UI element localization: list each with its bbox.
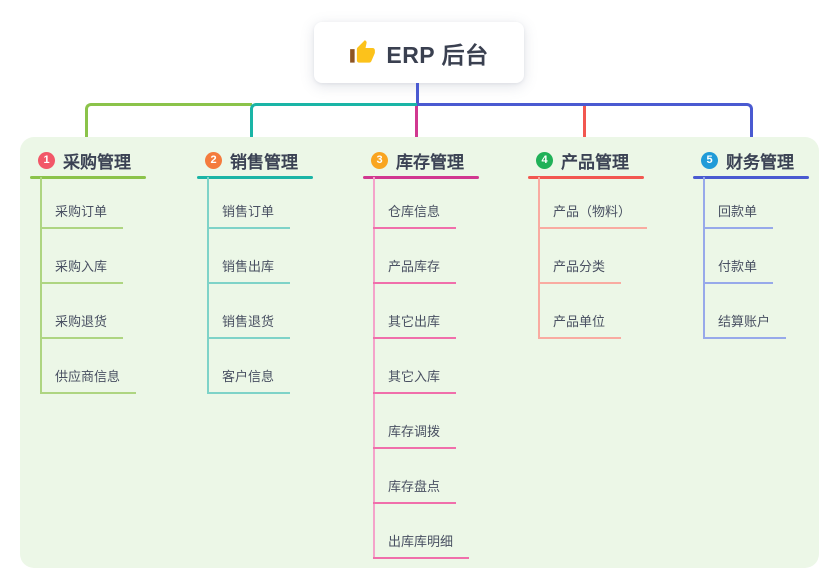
node-outbound-detail[interactable]: 出库库明细: [373, 533, 470, 559]
branch-procurement[interactable]: 1 采购管理: [38, 148, 131, 172]
branch-sales[interactable]: 2 销售管理: [205, 148, 298, 172]
node-settlement-account[interactable]: 结算账户: [703, 313, 787, 339]
branch-3-spine: [373, 177, 375, 559]
connector-root-drop: [416, 83, 419, 104]
node-product-category[interactable]: 产品分类: [538, 258, 622, 284]
branch-2-badge: 2: [205, 151, 222, 169]
connector-green: [85, 103, 252, 144]
branch-4-spine: [538, 177, 540, 339]
branch-3-label: 库存管理: [396, 152, 464, 172]
node-supplier-info[interactable]: 供应商信息: [40, 368, 137, 394]
node-receipt-doc[interactable]: 回款单: [703, 203, 774, 229]
node-product-unit[interactable]: 产品单位: [538, 313, 622, 339]
branch-3-underline: [363, 176, 479, 179]
branch-1-label: 采购管理: [63, 152, 131, 172]
node-customer-info[interactable]: 客户信息: [207, 368, 291, 394]
node-other-outbound[interactable]: 其它出库: [373, 313, 457, 339]
node-product-material[interactable]: 产品（物料）: [538, 203, 648, 229]
root-node-label: ERP 后台: [386, 41, 489, 68]
node-purchase-inbound[interactable]: 采购入库: [40, 258, 124, 284]
node-stock-taking[interactable]: 库存盘点: [373, 478, 457, 504]
node-purchase-return[interactable]: 采购退货: [40, 313, 124, 339]
branch-5-spine: [703, 177, 705, 339]
connector-magenta-drop: [415, 106, 418, 144]
branch-1-badge: 1: [38, 151, 55, 169]
branch-3-badge: 3: [371, 151, 388, 169]
node-sales-return[interactable]: 销售退货: [207, 313, 291, 339]
branch-4-underline: [528, 176, 644, 179]
branch-2-label: 销售管理: [230, 152, 298, 172]
node-purchase-order[interactable]: 采购订单: [40, 203, 124, 229]
thumbs-up-icon: [349, 39, 376, 66]
branch-1-underline: [30, 176, 146, 179]
node-other-inbound[interactable]: 其它入库: [373, 368, 457, 394]
node-sales-order[interactable]: 销售订单: [207, 203, 291, 229]
branch-finance[interactable]: 5 财务管理: [701, 148, 794, 172]
branch-2-underline: [197, 176, 313, 179]
node-warehouse-info[interactable]: 仓库信息: [373, 203, 457, 229]
node-product-stock[interactable]: 产品库存: [373, 258, 457, 284]
branch-inventory[interactable]: 3 库存管理: [371, 148, 464, 172]
connector-blue: [417, 103, 753, 144]
branch-4-label: 产品管理: [561, 152, 629, 172]
branch-5-label: 财务管理: [726, 152, 794, 172]
branches-panel: [20, 137, 819, 568]
connector-teal: [250, 103, 418, 144]
node-stock-transfer[interactable]: 库存调拨: [373, 423, 457, 449]
branch-5-badge: 5: [701, 151, 718, 169]
branch-2-spine: [207, 177, 209, 394]
connector-red-drop: [583, 106, 586, 144]
branch-5-underline: [693, 176, 809, 179]
node-payment-doc[interactable]: 付款单: [703, 258, 774, 284]
node-sales-outbound[interactable]: 销售出库: [207, 258, 291, 284]
branch-1-spine: [40, 177, 42, 394]
branch-4-badge: 4: [536, 151, 553, 169]
branch-product[interactable]: 4 产品管理: [536, 148, 629, 172]
root-node[interactable]: ERP 后台: [314, 22, 524, 83]
